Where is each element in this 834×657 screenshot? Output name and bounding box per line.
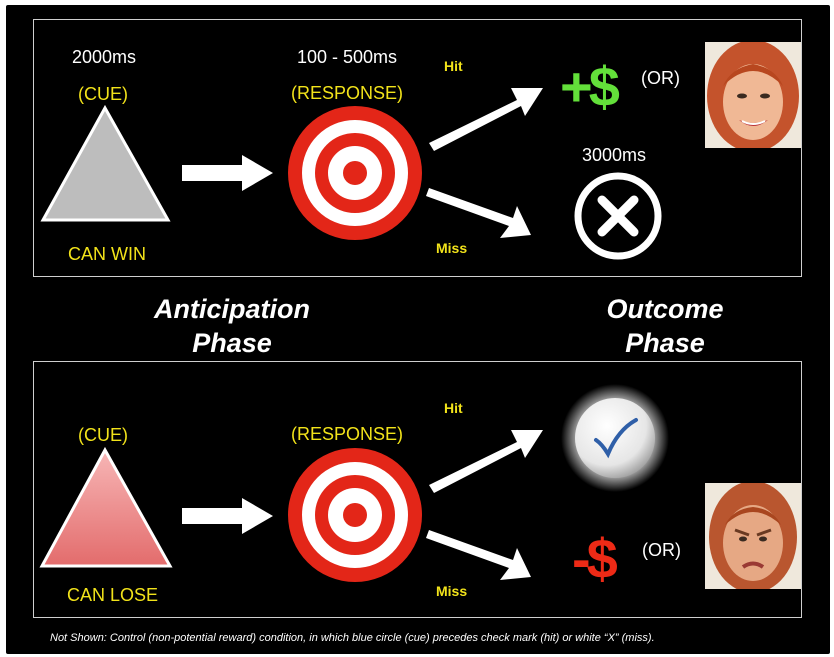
lose-hit-arrow-icon	[429, 430, 543, 493]
footnote: Not Shown: Control (non-potential reward…	[50, 632, 655, 644]
win-hit-label: Hit	[444, 58, 463, 74]
response-timing-label: 100 - 500ms	[297, 47, 398, 67]
x-circle-icon	[574, 172, 662, 260]
lose-triangle-cue-icon	[39, 446, 173, 568]
lose-or-label: (OR)	[642, 540, 681, 560]
anticipation-line1: Anticipation	[154, 294, 310, 324]
win-cue-label: (CUE)	[78, 84, 128, 104]
win-miss-label: Miss	[436, 240, 468, 256]
lose-miss-arrow-icon	[426, 530, 531, 580]
smiling-face-photo-icon	[705, 42, 801, 148]
frowning-face-photo-icon	[705, 483, 801, 589]
win-arrow-right-icon	[182, 155, 273, 191]
anticipation-phase-title: Anticipation Phase	[142, 292, 322, 360]
win-triangle-cue-icon	[40, 104, 171, 222]
lose-arrow-right-icon	[182, 498, 273, 534]
win-trial-panel	[33, 19, 802, 277]
win-response-label: (RESPONSE)	[291, 83, 404, 103]
lose-money-loss: -$	[572, 527, 618, 590]
outcome-line2: Phase	[625, 328, 705, 358]
check-circle-icon	[561, 384, 669, 492]
anticipation-line2: Phase	[192, 328, 272, 358]
outcome-line1: Outcome	[606, 294, 724, 324]
lose-trial-panel	[33, 361, 802, 618]
win-or-label: (OR)	[641, 68, 680, 88]
lose-miss-label: Miss	[436, 583, 468, 599]
outcome-timing-label: 3000ms	[582, 145, 647, 165]
outcome-phase-title: Outcome Phase	[590, 292, 740, 360]
lose-hit-label: Hit	[444, 400, 463, 416]
lose-response-label: (RESPONSE)	[291, 424, 404, 444]
lose-cue-label: (CUE)	[78, 425, 128, 445]
cue-timing-label: 2000ms	[72, 47, 137, 67]
win-hit-arrow-icon	[429, 88, 543, 151]
win-condition-label: CAN WIN	[68, 244, 146, 264]
win-miss-arrow-icon	[426, 188, 531, 238]
win-money-gain: +$	[560, 55, 620, 118]
lose-target-icon	[288, 448, 422, 582]
lose-condition-label: CAN LOSE	[67, 585, 159, 605]
win-target-icon	[288, 106, 422, 240]
